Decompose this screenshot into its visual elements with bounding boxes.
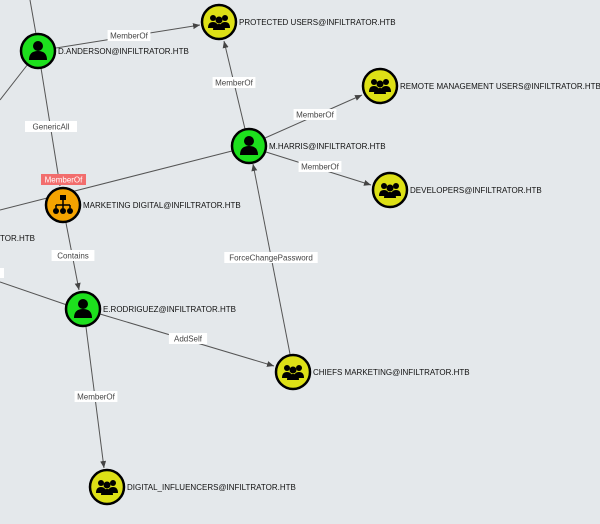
group-icon bbox=[282, 365, 304, 380]
node-protected[interactable]: PROTECTED USERS@INFILTRATOR.HTB bbox=[200, 3, 396, 41]
node-remote[interactable]: REMOTE MANAGEMENT USERS@INFILTRATOR.HTB bbox=[361, 67, 600, 105]
svg-text:MemberOf: MemberOf bbox=[215, 79, 254, 88]
edge-offscreen bbox=[0, 63, 29, 101]
svg-text:GenericAll: GenericAll bbox=[33, 123, 70, 132]
edge-label-memberof: MemberOf bbox=[212, 77, 256, 88]
node-developers[interactable]: DEVELOPERS@INFILTRATOR.HTB bbox=[371, 171, 542, 209]
node-influencers[interactable]: DIGITAL_INFLUENCERS@INFILTRATOR.HTB bbox=[88, 468, 296, 506]
edge-label-forcechangepassword: ForceChangePassword bbox=[224, 252, 318, 263]
group-icon bbox=[379, 183, 401, 198]
edge-label-highlighted: MemberOf bbox=[41, 174, 86, 185]
edge-label-memberof: MemberOf bbox=[107, 30, 151, 41]
edge-label-offscreen bbox=[0, 268, 4, 278]
node-label: REMOTE MANAGEMENT USERS@INFILTRATOR.HTB bbox=[400, 82, 600, 91]
node-erodriguez[interactable]: E.RODRIGUEZ@INFILTRATOR.HTB bbox=[64, 290, 236, 328]
node-mharris[interactable]: M.HARRIS@INFILTRATOR.HTB bbox=[230, 127, 386, 165]
group-icon bbox=[369, 79, 391, 94]
node-danderson[interactable]: D.ANDERSON@INFILTRATOR.HTB bbox=[19, 32, 189, 70]
node-label: CHIEFS MARKETING@INFILTRATOR.HTB bbox=[313, 368, 470, 377]
edge-label-contains: Contains bbox=[51, 250, 95, 261]
edge-label-addself: AddSelf bbox=[168, 333, 208, 344]
svg-text:MemberOf: MemberOf bbox=[296, 111, 335, 120]
edge-offscreen bbox=[0, 281, 68, 306]
node-label: MARKETING DIGITAL@INFILTRATOR.HTB bbox=[83, 201, 241, 210]
svg-text:MemberOf: MemberOf bbox=[45, 176, 84, 185]
node-label: PROTECTED USERS@INFILTRATOR.HTB bbox=[239, 18, 396, 27]
svg-text:AddSelf: AddSelf bbox=[174, 335, 203, 344]
node-label: M.HARRIS@INFILTRATOR.HTB bbox=[269, 142, 386, 151]
svg-text:MemberOf: MemberOf bbox=[110, 32, 149, 41]
group-icon bbox=[96, 480, 118, 495]
node-label: E.RODRIGUEZ@INFILTRATOR.HTB bbox=[103, 305, 236, 314]
node-label: DIGITAL_INFLUENCERS@INFILTRATOR.HTB bbox=[127, 483, 296, 492]
svg-text:MemberOf: MemberOf bbox=[301, 163, 340, 172]
group-icon bbox=[208, 15, 230, 30]
edge-label-memberof: MemberOf bbox=[74, 391, 118, 402]
node-chiefs[interactable]: CHIEFS MARKETING@INFILTRATOR.HTB bbox=[274, 353, 470, 391]
edge-label-genericall: GenericAll bbox=[25, 121, 77, 132]
edge-label-memberof: MemberOf bbox=[293, 109, 337, 120]
svg-text:MemberOf: MemberOf bbox=[77, 393, 116, 402]
svg-text:ForceChangePassword: ForceChangePassword bbox=[229, 254, 313, 263]
node-label-offscreen: TOR.HTB bbox=[0, 234, 35, 243]
edge-offscreen bbox=[0, 150, 233, 211]
edge-offscreen bbox=[29, 0, 37, 35]
node-label: DEVELOPERS@INFILTRATOR.HTB bbox=[410, 186, 542, 195]
node-marketing[interactable]: MARKETING DIGITAL@INFILTRATOR.HTB bbox=[44, 186, 241, 224]
edge-label-memberof: MemberOf bbox=[298, 161, 342, 172]
node-label: D.ANDERSON@INFILTRATOR.HTB bbox=[58, 47, 189, 56]
svg-text:Contains: Contains bbox=[57, 252, 89, 261]
